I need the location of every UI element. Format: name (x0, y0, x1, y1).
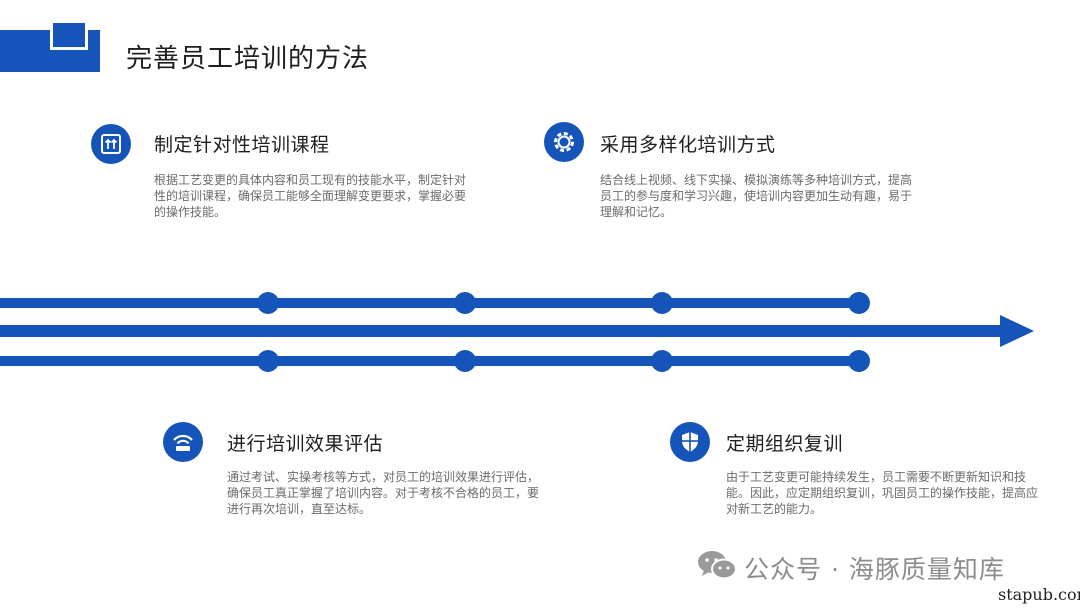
timeline-arrow-graphic (0, 292, 1034, 372)
section-title-custom-course: 制定针对性培训课程 (154, 134, 330, 156)
wifi-icon (163, 422, 203, 462)
section-body-custom-course: 根据工艺变更的具体内容和员工现有的技能水平，制定针对性的培训课程，确保员工能够全… (154, 173, 467, 219)
shield-icon (670, 422, 710, 462)
section-title-retraining: 定期组织复训 (726, 433, 844, 455)
gear-icon (544, 122, 584, 162)
timeline-dot (848, 292, 870, 314)
timeline-dot (651, 350, 673, 372)
timeline-dot (454, 350, 476, 372)
timeline-dot (257, 292, 279, 314)
timeline-dot (257, 350, 279, 372)
section-body-retraining: 由于工艺变更可能持续发生，员工需要不断更新知识和技能。因此，应定期组织复训，巩固… (726, 470, 1039, 516)
watermark-site: stapub.com (998, 585, 1080, 604)
wechat-logo-icon (697, 549, 737, 581)
timeline-dot (848, 350, 870, 372)
timeline-arrowhead (1000, 315, 1034, 347)
section-body-evaluation: 通过考试、实操考核等方式，对员工的培训效果进行评估，确保员工真正掌握了培训内容。… (227, 470, 540, 516)
watermark-text: 公众号 · 海豚质量知库 (744, 555, 1005, 584)
upload-box-icon (91, 124, 131, 164)
section-title-evaluation: 进行培训效果评估 (227, 433, 384, 455)
timeline-dot (651, 292, 673, 314)
timeline-dot (454, 292, 476, 314)
section-body-diverse-methods: 结合线上视频、线下实操、模拟演练等多种培训方式，提高员工的参与度和学习兴趣，使培… (600, 173, 913, 219)
page-title: 完善员工培训的方法 (126, 44, 370, 74)
header-decoration-square (50, 20, 88, 50)
section-title-diverse-methods: 采用多样化培训方式 (600, 134, 776, 156)
